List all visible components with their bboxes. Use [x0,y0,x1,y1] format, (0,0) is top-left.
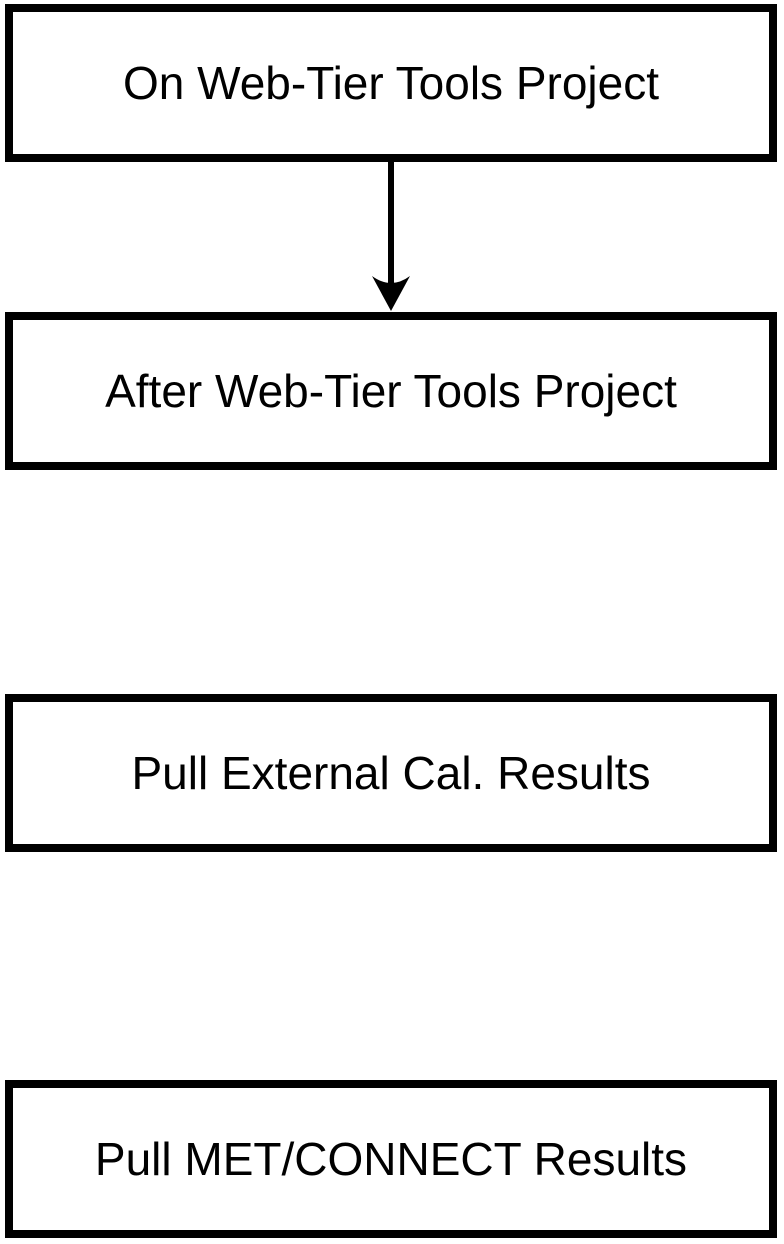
arrow-head [372,276,410,311]
flowchart-node-pull-met-connect-results: Pull MET/CONNECT Results [5,1080,777,1238]
flowchart-node-on-web-tier-tools-project: On Web-Tier Tools Project [5,4,777,162]
flowchart-node-after-web-tier-tools-project: After Web-Tier Tools Project [5,312,777,470]
node-label-after-web-tier-tools-project: After Web-Tier Tools Project [105,365,677,417]
flowchart-node-pull-external-cal-results: Pull External Cal. Results [5,694,777,852]
node-label-pull-external-cal-results: Pull External Cal. Results [131,747,651,799]
node-label-on-web-tier-tools-project: On Web-Tier Tools Project [122,57,659,109]
down-arrow [372,162,410,311]
node-label-pull-met-connect-results: Pull MET/CONNECT Results [94,1133,688,1185]
